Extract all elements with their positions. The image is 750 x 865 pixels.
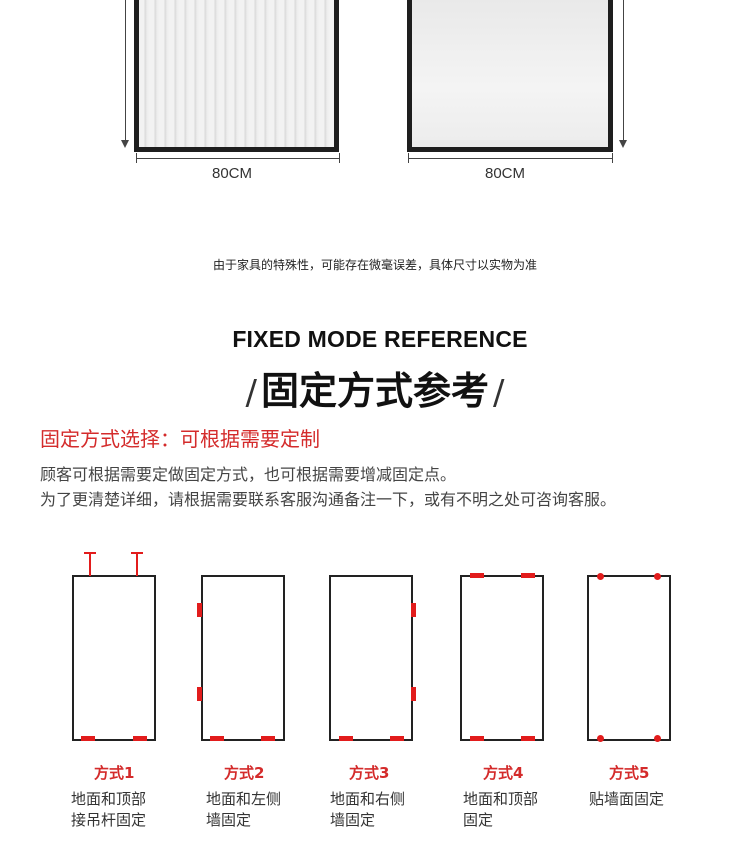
hanging-rod-cap-2 [131, 552, 143, 554]
method-4-description: 地面和顶部固定 [463, 789, 573, 831]
title-slash-right: / [493, 373, 505, 413]
width-label-right: 80CM [485, 165, 526, 182]
method-1-desc-line1: 地面和顶部 [71, 790, 147, 808]
method-3-diagram [329, 575, 413, 741]
floor-clip [261, 736, 275, 741]
hanging-rod-2 [136, 554, 138, 576]
title-chinese-text: 固定方式参考 [260, 369, 489, 413]
dimension-tick [339, 153, 340, 163]
floor-clip [81, 736, 95, 741]
method-2-desc-line1: 地面和左侧 [206, 790, 282, 808]
wall-clip [411, 687, 416, 701]
ribbed-glass-panel [134, 0, 339, 152]
method-4-diagram [460, 575, 544, 741]
size-disclaimer: 由于家具的特殊性，可能存在微毫误差，具体尺寸以实物为准 [212, 258, 537, 272]
method-5-description: 贴墙面固定 [589, 789, 699, 810]
method-1-label: 方式1 [94, 764, 135, 782]
floor-clip [133, 736, 147, 741]
options-heading: 固定方式选择：可根据需要定制 [40, 427, 320, 451]
method-3-label: 方式3 [349, 764, 390, 782]
wall-clip [197, 687, 202, 701]
title-slash-left: / [245, 373, 257, 413]
height-line-left [125, 0, 126, 140]
floor-clip [521, 736, 535, 741]
method-2-description: 地面和左侧墙固定 [206, 789, 316, 831]
floor-clip [210, 736, 224, 741]
method-1-diagram [72, 575, 156, 741]
method-1-description: 地面和顶部接吊杆固定 [71, 789, 181, 831]
method-3-description: 地面和右侧墙固定 [330, 789, 440, 831]
frosted-glass-panel [407, 0, 613, 152]
method-3-desc-line1: 地面和右侧 [330, 790, 406, 808]
floor-clip [390, 736, 404, 741]
section-title-english: FIXED MODE REFERENCE [232, 326, 528, 352]
width-label-left: 80CM [212, 165, 253, 182]
method-4-desc-line1: 地面和顶部 [463, 790, 539, 808]
dimension-tick [612, 153, 613, 163]
arrow-down-icon [121, 140, 129, 148]
section-title-chinese: /固定方式参考/ [0, 360, 750, 415]
method-5-desc-line1: 贴墙面固定 [589, 790, 665, 808]
adhesive-point [597, 735, 604, 742]
arrow-down-icon [619, 140, 627, 148]
method-4-label: 方式4 [483, 764, 524, 782]
height-line-right [623, 0, 624, 140]
adhesive-point [654, 573, 661, 580]
wall-clip [197, 603, 202, 617]
method-5-diagram [587, 575, 671, 741]
dimension-tick [408, 153, 409, 163]
adhesive-point [597, 573, 604, 580]
dimension-tick [136, 153, 137, 163]
floor-clip [470, 736, 484, 741]
floor-clip [339, 736, 353, 741]
width-line-right [408, 158, 613, 159]
description-line-2: 为了更清楚详细，请根据需要联系客服沟通备注一下，或有不明之处可咨询客服。 [40, 490, 617, 509]
method-5-label: 方式5 [609, 764, 650, 782]
hanging-rod-cap-1 [84, 552, 96, 554]
method-3-desc-line2: 墙固定 [330, 811, 376, 829]
method-1-desc-line2: 接吊杆固定 [71, 811, 147, 829]
method-2-label: 方式2 [224, 764, 265, 782]
hanging-rod-1 [89, 554, 91, 576]
method-2-desc-line2: 墙固定 [206, 811, 252, 829]
ceiling-clip [521, 573, 535, 578]
wall-clip [411, 603, 416, 617]
method-4-desc-line2: 固定 [463, 811, 494, 829]
adhesive-point [654, 735, 661, 742]
method-2-diagram [201, 575, 285, 741]
description-line-1: 顾客可根据需要定做固定方式，也可根据需要增减固定点。 [40, 465, 457, 484]
width-line-left [136, 158, 340, 159]
ceiling-clip [470, 573, 484, 578]
